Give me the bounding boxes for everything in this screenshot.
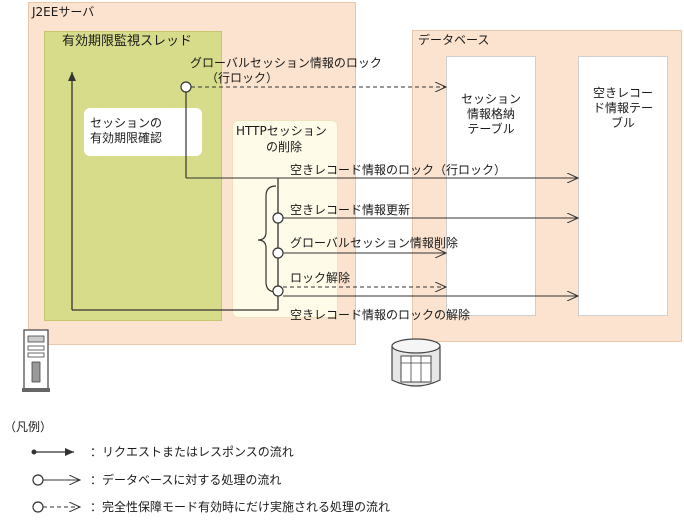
- free-update-label: 空きレコード情報更新: [290, 203, 411, 217]
- global-delete-label: グローバルセッション情報削除: [290, 236, 458, 250]
- database-label: データベース: [418, 33, 490, 47]
- unlock-label: ロック解除: [290, 271, 351, 285]
- server-icon: [22, 329, 50, 392]
- expiry-check-box: [84, 108, 202, 156]
- global-lock-label-1: グローバルセッション情報のロック: [190, 56, 382, 70]
- free-record-table-box: [578, 56, 668, 316]
- request-response-loop: [68, 72, 279, 311]
- expiry-check-label-1: セッションの: [90, 116, 163, 130]
- j2ee-server-label: J2EEサーバ: [32, 5, 95, 19]
- free-record-table-label-3: ブル: [610, 116, 635, 130]
- legend-symbol-db: [32, 474, 80, 486]
- group-brace: [257, 185, 277, 293]
- session-table-box: [446, 56, 536, 316]
- free-record-table-label-2: ド情報テー: [592, 101, 653, 115]
- database-icon: [391, 338, 441, 387]
- http-session-label-1: HTTPセッション: [236, 124, 327, 138]
- unlock-flow: [272, 286, 578, 296]
- legend-item-db: ：データベースに対する処理の流れ: [90, 473, 282, 487]
- session-table-label-2: 情報格納: [466, 107, 515, 121]
- free-lock-label: 空きレコード情報のロック（行ロック）: [290, 163, 507, 177]
- expiry-thread-label: 有効期限監視スレッド: [62, 34, 193, 49]
- global-lock-flow: [180, 81, 578, 178]
- legend-title: （凡例）: [4, 420, 53, 434]
- free-unlock-label: 空きレコード情報のロックの解除: [290, 308, 471, 322]
- session-table-label-3: テーブル: [467, 122, 515, 136]
- global-delete-flow: [272, 247, 446, 259]
- legend-symbol-integrity: [32, 501, 80, 513]
- http-session-delete-box: [232, 120, 338, 318]
- legend-symbol-request: [31, 448, 74, 456]
- global-lock-label-2: （行ロック）: [206, 71, 279, 85]
- free-record-table-label-1: 空きレコー: [592, 86, 653, 100]
- legend-item-integrity: ：完全性保障モード有効時にだけ実施される処理の流れ: [90, 500, 391, 514]
- http-session-label-2: の削除: [266, 140, 303, 154]
- free-update-flow: [272, 212, 578, 224]
- legend-item-request: ：リクエストまたはレスポンスの流れ: [90, 445, 294, 459]
- expiry-check-label-2: 有効期限確認: [90, 131, 163, 145]
- session-table-label-1: セッション: [460, 92, 521, 106]
